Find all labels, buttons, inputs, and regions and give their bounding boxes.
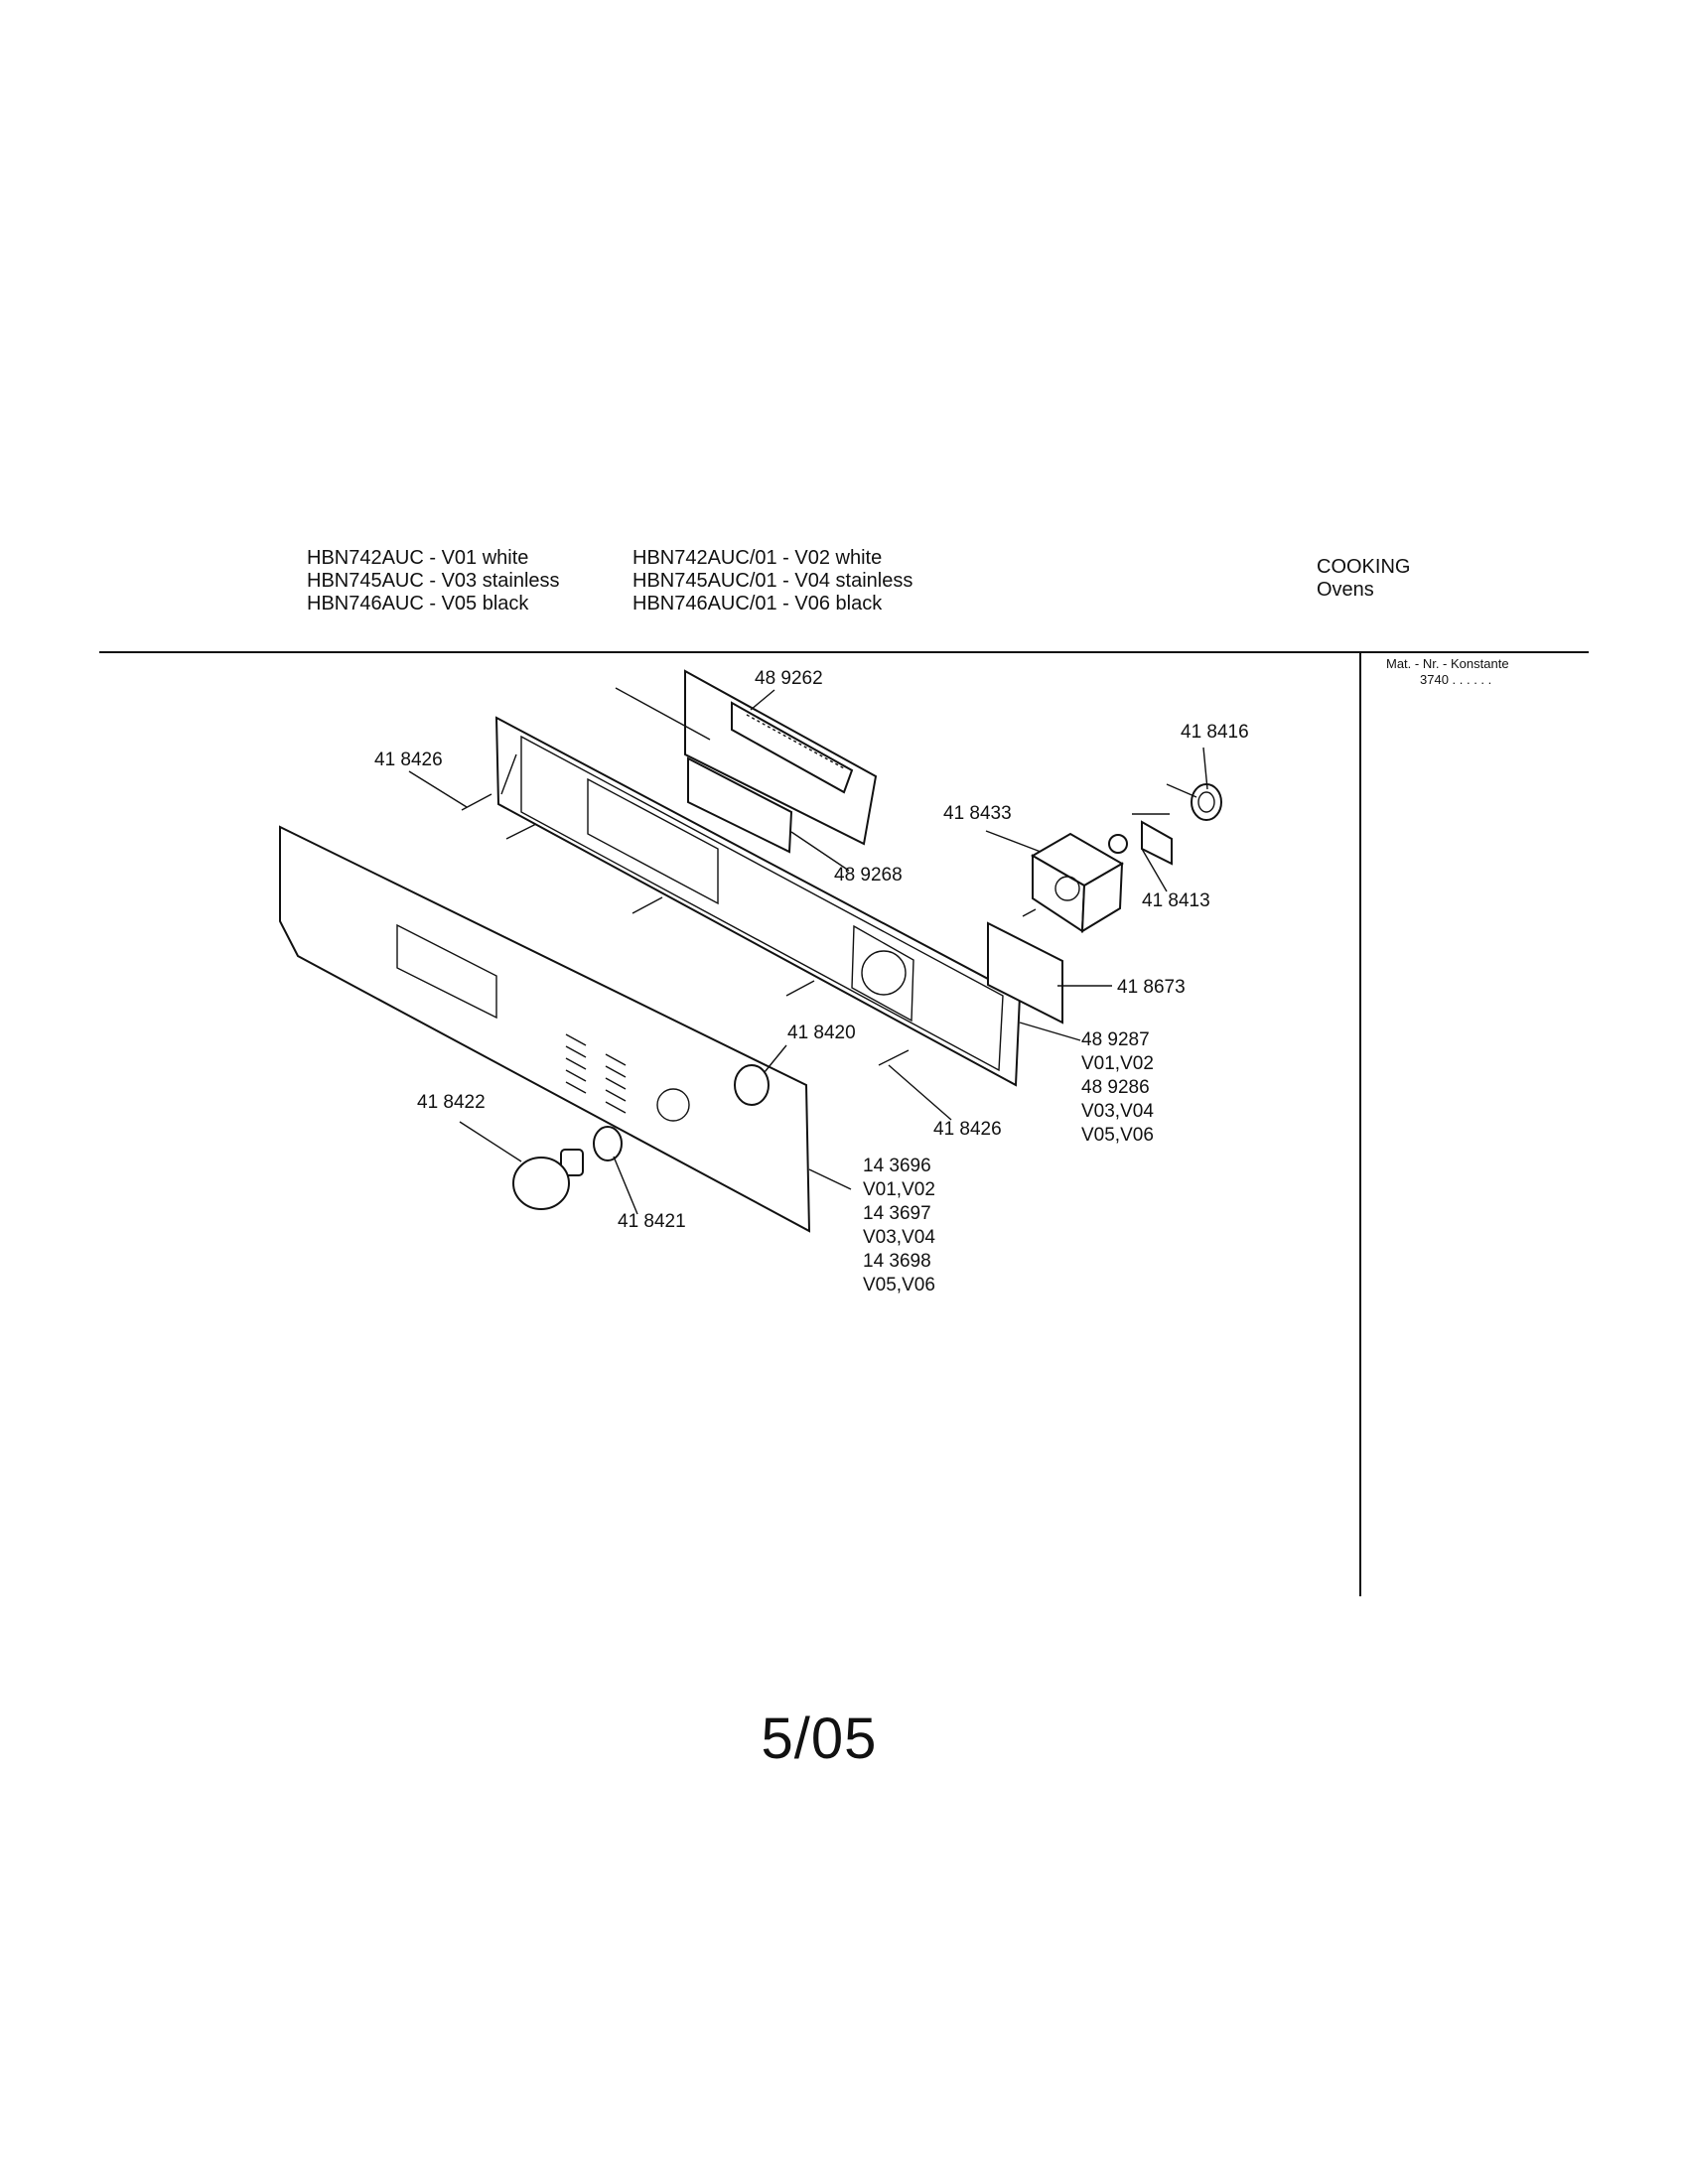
- side-panel-divider: [1359, 651, 1361, 1596]
- mounting-bracket: [987, 921, 1063, 1024]
- material-number-label: Mat. - Nr. - Konstante: [1386, 656, 1509, 671]
- part-label-48-9268: 48 9268: [834, 865, 903, 886]
- material-number-panel: Mat. - Nr. - Konstante 3740 . . . . . .: [1386, 656, 1509, 688]
- part-label-line: V01,V02: [863, 1179, 935, 1200]
- page-number: 5/05: [761, 1706, 878, 1771]
- leader-lines: [408, 689, 1208, 1215]
- model-line: HBN745AUC - V03 stainless: [307, 570, 560, 592]
- model-list-left: HBN742AUC - V01 white HBN745AUC - V03 st…: [307, 547, 560, 615]
- circuit-board: [684, 669, 878, 846]
- header-divider: [99, 651, 1589, 653]
- control-knob: [512, 1149, 584, 1210]
- screws: [461, 793, 1037, 1066]
- category-title: COOKING: [1317, 556, 1411, 578]
- control-panel-frame: [494, 687, 1022, 1087]
- part-label-41-8422: 41 8422: [417, 1092, 486, 1113]
- model-line: HBN746AUC - V05 black: [307, 593, 529, 614]
- part-label-line: V05,V06: [863, 1275, 935, 1296]
- part-label-line: 48 9287: [1081, 1029, 1150, 1050]
- part-label-48-9262: 48 9262: [755, 668, 823, 689]
- part-label-line: V03,V04: [863, 1227, 935, 1248]
- part-label-41-8420: 41 8420: [787, 1023, 856, 1043]
- o-ring: [734, 1064, 770, 1106]
- part-label-line: 14 3698: [863, 1251, 931, 1272]
- part-label-41-8426: 41 8426: [374, 750, 443, 770]
- model-line: HBN742AUC - V01 white: [307, 547, 529, 569]
- display-window: [687, 756, 793, 854]
- part-label-41-8416: 41 8416: [1181, 722, 1249, 743]
- model-list-right: HBN742AUC/01 - V02 white HBN745AUC/01 - …: [632, 547, 912, 615]
- knob-ring: [593, 1126, 623, 1161]
- material-number-value: 3740 . . . . . .: [1420, 672, 1492, 687]
- part-label-line: 48 9286: [1081, 1077, 1150, 1098]
- model-line: HBN742AUC/01 - V02 white: [632, 547, 883, 569]
- part-label-41-8426-lower: 41 8426: [933, 1119, 1002, 1140]
- part-label-line: V03,V04: [1081, 1101, 1154, 1122]
- part-label-41-8421: 41 8421: [618, 1211, 686, 1232]
- part-label-line: V01,V02: [1081, 1053, 1154, 1074]
- model-line: HBN745AUC/01 - V04 stainless: [632, 570, 913, 592]
- part-label-line: 14 3697: [863, 1203, 931, 1224]
- part-label-41-8433: 41 8433: [943, 803, 1012, 824]
- vent-slots: [565, 1033, 627, 1114]
- model-line: HBN746AUC/01 - V06 black: [632, 593, 883, 614]
- front-panel: [279, 825, 811, 1233]
- part-label-line: V05,V06: [1081, 1125, 1154, 1146]
- part-label-line: 14 3696: [863, 1156, 931, 1176]
- speaker-housing: [1031, 832, 1124, 933]
- part-label-41-8673: 41 8673: [1117, 977, 1186, 998]
- part-label-41-8413: 41 8413: [1142, 890, 1210, 911]
- category-block: COOKING Ovens: [1317, 556, 1410, 602]
- part-label-14-3696-group: 14 3696 V01,V02 14 3697 V03,V04 14 3698 …: [863, 1156, 935, 1296]
- sensor-assembly: [1108, 783, 1222, 866]
- category-subtitle: Ovens: [1317, 579, 1374, 601]
- part-label-48-9287-group: 48 9287 V01,V02 48 9286 V03,V04 V05,V06: [1081, 1029, 1154, 1146]
